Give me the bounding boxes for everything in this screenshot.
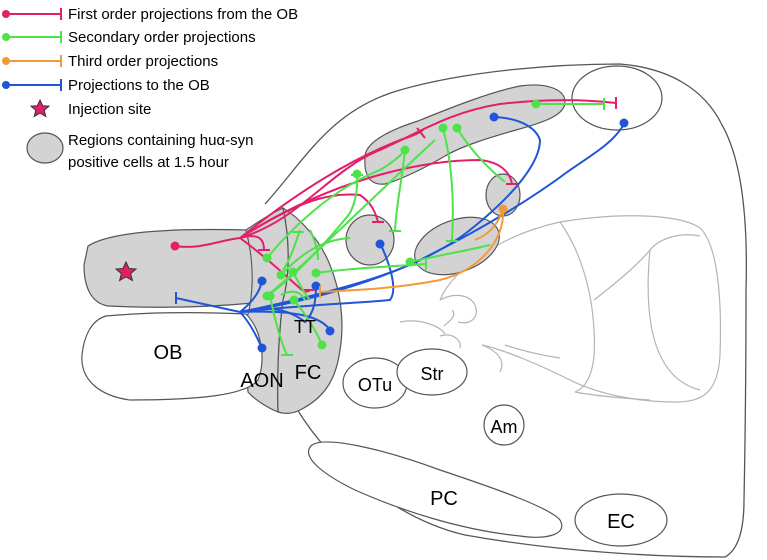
ob-upper-region (83, 228, 257, 308)
legend-regions-label-1: Regions containing huα-syn (68, 132, 253, 149)
aon-label: AON (240, 370, 283, 392)
ec-label: EC (607, 511, 635, 533)
legend-secondary: Secondary order projections (2, 29, 256, 46)
legend-regions-label-2: positive cells at 1.5 hour (68, 154, 229, 171)
injection-star-icon (114, 260, 138, 282)
legend-third-order-label: Third order projections (68, 53, 218, 70)
otu-label: OTu (358, 375, 392, 395)
internal-structures (399, 215, 722, 403)
str-region (396, 348, 468, 396)
secondary-projections (266, 98, 605, 356)
legend-to-ob: Projections to the OB (2, 77, 210, 94)
star-icon (29, 98, 51, 118)
legend-regions: Regions containing huα-syn positive cell… (26, 132, 253, 171)
secondary-origins (262, 99, 541, 350)
ec-region (574, 493, 668, 547)
str-label: Str (420, 364, 443, 384)
third-order-origin (498, 204, 508, 214)
tt-label: TT (294, 317, 316, 337)
region-swatch (26, 132, 64, 164)
legend-third-order: Third order projections (2, 53, 218, 70)
to-ob-origins (257, 112, 629, 353)
first-order-origin (170, 241, 180, 251)
am-label: Am (491, 417, 518, 437)
legend-injection: Injection site (29, 98, 151, 118)
brain-outline (264, 63, 747, 558)
outline-regions (81, 65, 668, 547)
am-region (483, 404, 525, 446)
fc-region (277, 206, 343, 414)
pc-region (307, 441, 563, 538)
legend-first-order: First order projections from the OB (2, 6, 298, 23)
legend-injection-label: Injection site (68, 101, 151, 118)
pc-label: PC (430, 488, 458, 510)
legend-secondary-label: Secondary order projections (68, 29, 256, 46)
legend-first-order-label: First order projections from the OB (68, 6, 298, 23)
ob-label: OB (154, 342, 183, 364)
legend: First order projections from the OB Seco… (2, 6, 298, 171)
ob-region (81, 312, 263, 401)
legend-to-ob-label: Projections to the OB (68, 77, 210, 94)
fc-label: FC (295, 362, 322, 384)
medial-region (345, 214, 395, 266)
